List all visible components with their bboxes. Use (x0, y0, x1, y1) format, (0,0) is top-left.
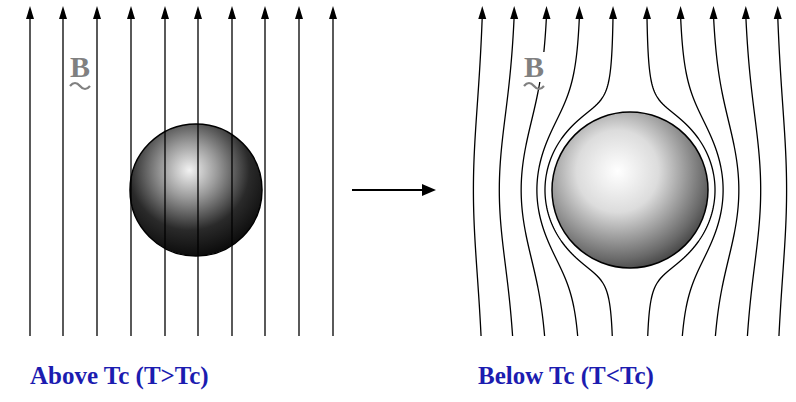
field-line (746, 16, 761, 336)
transition-arrowhead (422, 184, 436, 196)
sphere-normal (130, 124, 262, 256)
field-arrowhead (228, 6, 236, 19)
field-line (778, 16, 787, 336)
field-arrowhead (194, 6, 202, 19)
field-arrowhead (677, 6, 685, 19)
field-arrowhead (542, 6, 550, 19)
transition-arrow (352, 189, 424, 191)
field-line (332, 16, 333, 336)
field-arrowhead (710, 6, 718, 19)
field-arrowhead (161, 6, 169, 19)
field-line (164, 16, 165, 336)
field-line (29, 16, 30, 336)
field-line (231, 16, 232, 336)
field-line (681, 16, 724, 336)
field-line (473, 16, 482, 336)
state-caption: Below Tc (T<Tc) (478, 362, 654, 390)
field-symbol: B (522, 52, 546, 82)
field-lines-straight (26, 6, 337, 336)
field-arrowhead (127, 6, 135, 19)
field-arrowhead (774, 6, 782, 19)
state-caption: Above Tc (T>Tc) (30, 362, 209, 390)
field-arrowhead (609, 6, 617, 19)
field-arrowhead (575, 6, 583, 19)
field-line (499, 16, 514, 336)
field-line (62, 16, 63, 336)
field-line (264, 16, 265, 336)
field-line (521, 16, 546, 336)
field-arrowhead (59, 6, 67, 19)
field-arrowhead (93, 6, 101, 19)
field-symbol: B (68, 52, 92, 82)
field-arrowhead (510, 6, 518, 19)
vector-tilde (524, 83, 544, 89)
field-line (545, 16, 613, 336)
field-arrowhead (295, 6, 303, 19)
field-arrowhead (26, 6, 34, 19)
field-line (298, 16, 299, 336)
field-line (647, 16, 715, 336)
field-line (130, 16, 131, 336)
field-line (197, 16, 198, 336)
field-line (96, 16, 97, 336)
field-line (714, 16, 739, 336)
field-arrowhead (643, 6, 651, 19)
field-lines-expelled (473, 6, 786, 336)
field-arrowhead (478, 6, 486, 19)
field-arrowhead (329, 6, 337, 19)
field-arrowhead (261, 6, 269, 19)
field-arrowhead (742, 6, 750, 19)
sphere-superconducting (552, 112, 708, 268)
vector-tilde (70, 83, 90, 89)
